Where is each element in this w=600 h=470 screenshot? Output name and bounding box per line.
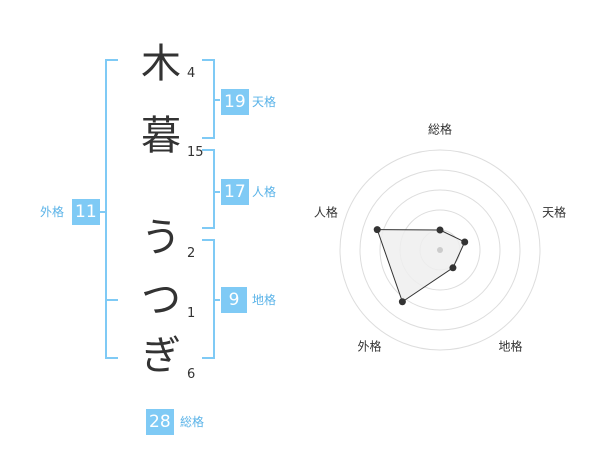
radar-point-3 xyxy=(449,264,457,272)
jinkaku-value-badge: 17 xyxy=(221,179,249,205)
radar-axis-label-1: 総格 xyxy=(428,122,452,137)
tenkaku-value-badge: 19 xyxy=(221,89,249,115)
radar-point-4 xyxy=(398,298,406,306)
name-char-3: う xyxy=(141,215,181,261)
radar-point-1 xyxy=(436,226,444,234)
gaikaku-label: 外格 xyxy=(40,205,65,219)
stroke-count-4: 1 xyxy=(187,306,196,321)
jinkaku-label: 人格 xyxy=(252,185,277,199)
radar-center-dot xyxy=(437,247,443,253)
name-char-1: 木 xyxy=(141,41,181,87)
name-char-5: ぎ xyxy=(141,333,181,379)
stroke-count-2: 15 xyxy=(187,145,204,160)
name-char-4: つ xyxy=(141,277,181,323)
jinkaku-bracket xyxy=(202,149,215,229)
tenkaku-label: 天格 xyxy=(252,95,277,109)
radar-ring xyxy=(339,149,541,351)
gaikaku-bracket xyxy=(105,59,118,359)
radar-point-5 xyxy=(373,226,381,234)
radar-point-2 xyxy=(461,238,469,246)
stroke-count-5: 6 xyxy=(187,367,196,382)
radar-ring xyxy=(359,169,521,331)
soukaku-value-badge: 28 xyxy=(146,409,174,435)
radar-ring xyxy=(379,189,501,311)
chikaku-value-badge: 9 xyxy=(221,287,247,313)
stroke-count-3: 2 xyxy=(187,246,196,261)
radar-axis-label-5: 人格 xyxy=(314,204,338,219)
radar-axis-label-3: 地格 xyxy=(499,339,523,354)
radar-axis-label-4: 外格 xyxy=(357,339,381,354)
radar-axis-label-2: 天格 xyxy=(542,204,566,219)
gaikaku-value-badge: 11 xyxy=(72,199,100,225)
stroke-count-1: 4 xyxy=(187,66,196,81)
name-char-2: 暮 xyxy=(141,113,181,159)
radar-polygon xyxy=(376,229,466,303)
soukaku-label: 総格 xyxy=(180,415,205,429)
chikaku-label: 地格 xyxy=(252,293,277,307)
